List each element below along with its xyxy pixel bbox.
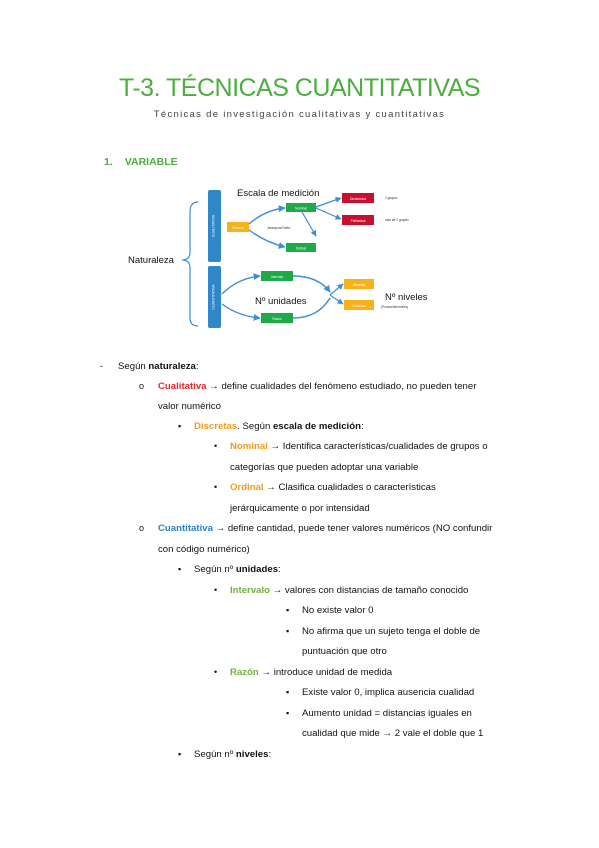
line-19: cualidad que mide → 2 vale el doble que …: [302, 728, 484, 739]
note-dicot: 2 grupos: [384, 196, 398, 200]
box-intervalo: [261, 271, 293, 281]
line-1: Según naturaleza:: [118, 361, 199, 372]
line-18: Aumento unidad = distancias iguales en: [302, 708, 472, 719]
bullet-dot: •: [214, 585, 218, 595]
box-nominal-label: Nominal: [295, 207, 307, 211]
line-12: Intervalo → valores con distancias de ta…: [230, 585, 469, 596]
vbox-bottom-label: CUANTITATIVA: [212, 284, 216, 310]
box-politomica: [342, 215, 374, 225]
page-subtitle: Técnicas de investigación cualitativas y…: [153, 109, 446, 120]
box-discreta-label: Discreta: [353, 283, 365, 287]
bullet-square: ▪: [286, 687, 290, 697]
line-8: jerárquicamente o por intensidad: [230, 503, 370, 514]
note-cual: Jerarquía/Orden: [267, 226, 290, 230]
box-dicot-label: Dicotómica: [350, 197, 366, 201]
box-ordinal-label: Ordinal: [296, 247, 307, 251]
page-title: T-3. TÉCNICAS CUANTITATIVAS: [118, 74, 481, 102]
variable-diagram: Naturaleza CUALITATIVA CUANTITATIVA Esca…: [128, 188, 428, 328]
box-nominal: [286, 203, 316, 212]
line-5: Nominal → Identifica características/cua…: [230, 441, 488, 452]
box-politom-label: Politómica: [351, 219, 366, 223]
bullet-square: ▪: [286, 605, 290, 615]
line-7: Ordinal → Clasifica cualidades o caracte…: [230, 482, 436, 493]
box-razon: [261, 313, 293, 323]
line-2: Cualitativa → define cualidades del fenó…: [158, 381, 477, 392]
bracket: [181, 201, 199, 327]
box-intervalo-label: Intervalo: [271, 275, 283, 279]
line-6: categorías que pueden adoptar una variab…: [230, 462, 419, 473]
line-10: con código numérico): [158, 544, 250, 555]
bullet-o: o: [139, 523, 145, 533]
vbox-top-label: CUALITATIVA: [212, 214, 216, 237]
vbox-cualitativa: [208, 190, 221, 262]
section-heading: 1. VARIABLE: [104, 156, 178, 168]
section-title: VARIABLE: [124, 156, 178, 168]
box-continua-label: Continua: [353, 304, 366, 308]
line-11: Según nº unidades:: [194, 564, 281, 575]
note-levels: (Puntos/decimales): [381, 305, 408, 309]
line-9: Cuantitativa → define cantidad, puede te…: [158, 523, 493, 534]
bullet-square: ▪: [178, 421, 182, 431]
bullet-dot: •: [214, 482, 218, 492]
section-number: 1.: [104, 156, 113, 168]
bullet-dot: •: [214, 441, 218, 451]
bullet-square: ▪: [178, 564, 182, 574]
box-dicotomica: [342, 193, 374, 203]
line-16: Razón → introduce unidad de medida: [230, 667, 393, 678]
vbox-cuantitativa: [208, 266, 221, 328]
box-ordinal: [286, 243, 316, 252]
box-cual-mid-label: Discreta: [232, 226, 244, 230]
line-17: Existe valor 0, implica ausencia cualida…: [302, 687, 475, 698]
line-20: Según nº niveles:: [194, 749, 272, 760]
box-discreta: [344, 279, 374, 289]
bullet-o: o: [139, 381, 145, 391]
bullet-square: ▪: [178, 749, 182, 759]
dash-marker: -: [100, 361, 103, 371]
note-politom: más de 2 grupos: [385, 218, 409, 222]
root-label: Naturaleza: [128, 255, 175, 266]
box-cual-mid: [227, 222, 249, 232]
line-4: Discretas. Según escala de medición:: [194, 421, 364, 432]
line-13: No existe valor 0: [302, 605, 374, 616]
units-label: Nº unidades: [255, 296, 307, 307]
line-14: No afirma que un sujeto tenga el doble d…: [302, 626, 481, 637]
bullet-square: ▪: [286, 626, 290, 636]
levels-label: Nº niveles: [385, 292, 428, 303]
bullet-square: ▪: [286, 708, 290, 718]
scale-label: Escala de medición: [237, 188, 319, 199]
box-continua: [344, 300, 374, 310]
line-3: valor numérico: [158, 401, 221, 412]
line-15: puntuación que otro: [302, 646, 387, 657]
bullet-dot: •: [214, 667, 218, 677]
box-razon-label: Razón: [272, 317, 281, 321]
